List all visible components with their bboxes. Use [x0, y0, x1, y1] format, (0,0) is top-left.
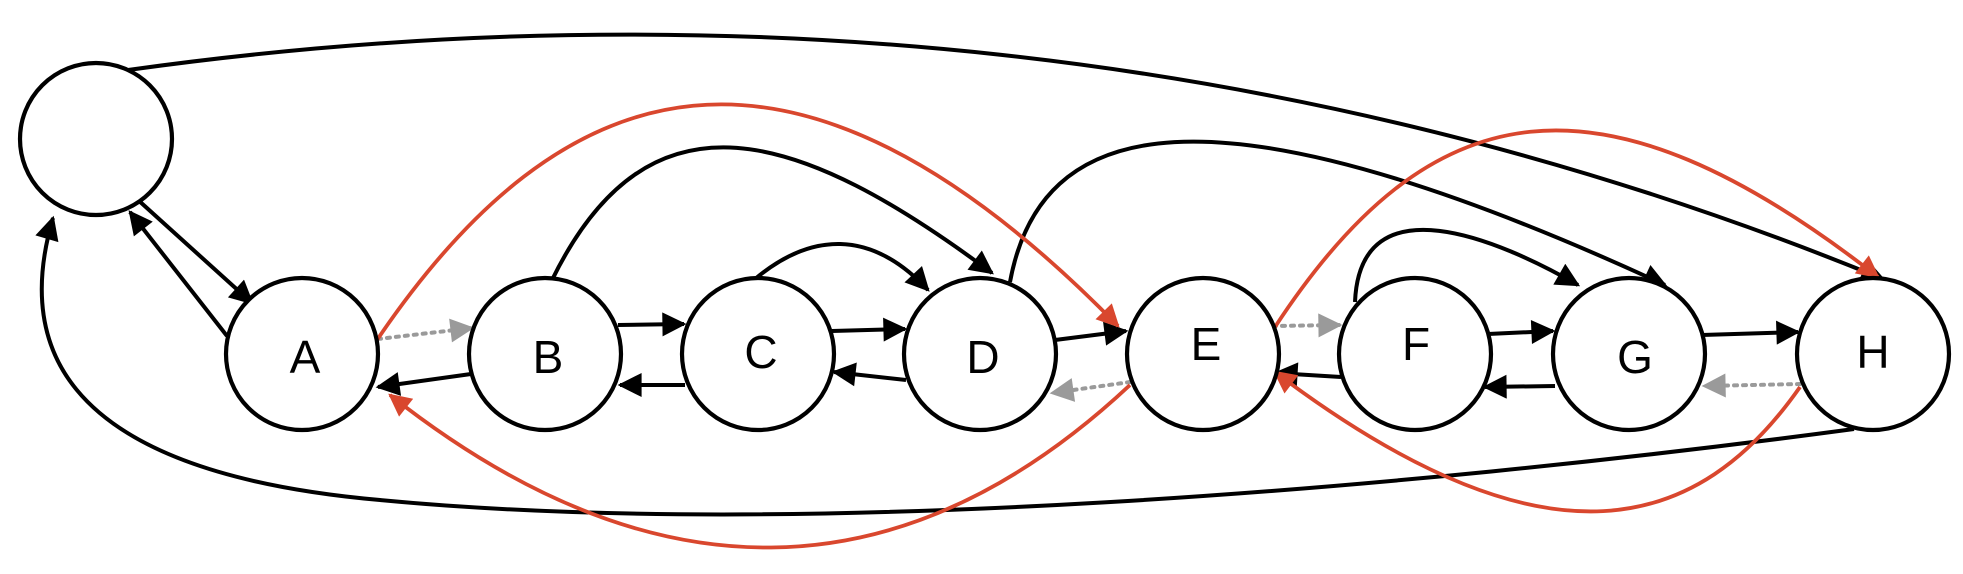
- node-H: H: [1794, 275, 1952, 433]
- edge-H-to-G: [1701, 373, 1802, 398]
- edge-A-to-root: [128, 210, 229, 338]
- edge-E-to-A-red: [388, 383, 1132, 550]
- edge-B-to-D: [550, 145, 994, 281]
- node-E-label: E: [1191, 318, 1222, 370]
- node-H-label: H: [1856, 326, 1889, 378]
- node-B: B: [466, 275, 624, 433]
- edge-root-to-H: [127, 32, 1886, 282]
- node-B-label: B: [533, 331, 564, 383]
- edge-A-to-B: [376, 318, 475, 343]
- edge-E-to-D: [1049, 378, 1132, 402]
- node-C: C: [679, 275, 837, 433]
- node-D: D: [901, 275, 1059, 433]
- edge-B-to-C: [617, 312, 687, 337]
- edge-F-to-G: [1487, 320, 1556, 344]
- edge-H-to-E-red: [1273, 370, 1802, 514]
- node-D-label: D: [966, 331, 999, 383]
- edge-D-to-E: [1054, 321, 1129, 346]
- edge-F-to-E: [1273, 362, 1342, 387]
- node-root: [17, 60, 175, 218]
- node-A: A: [223, 275, 381, 433]
- edge-E-to-F: [1271, 313, 1343, 338]
- edge-C-to-D-arc: [753, 242, 930, 292]
- edge-root-to-A: [125, 188, 254, 305]
- edge-layer: [35, 32, 1886, 550]
- edge-A-to-E-red: [375, 102, 1120, 342]
- edge-G-to-F: [1482, 374, 1556, 399]
- node-A-label: A: [290, 331, 321, 383]
- edge-G-to-H: [1701, 320, 1801, 345]
- node-F: F: [1336, 275, 1494, 433]
- node-F-label: F: [1402, 318, 1430, 370]
- node-G-label: G: [1617, 331, 1653, 383]
- edge-E-to-H-red: [1273, 128, 1880, 329]
- node-E: E: [1124, 275, 1282, 433]
- edge-F-to-G-arc: [1353, 227, 1581, 303]
- edge-B-to-A: [375, 372, 472, 396]
- node-layer: A B C D E F G H: [17, 60, 1952, 433]
- node-C-label: C: [744, 326, 777, 378]
- node-G: G: [1550, 275, 1708, 433]
- edge-C-to-D: [831, 317, 908, 342]
- edge-D-to-C: [831, 362, 907, 387]
- edge-D-to-G: [1008, 139, 1668, 287]
